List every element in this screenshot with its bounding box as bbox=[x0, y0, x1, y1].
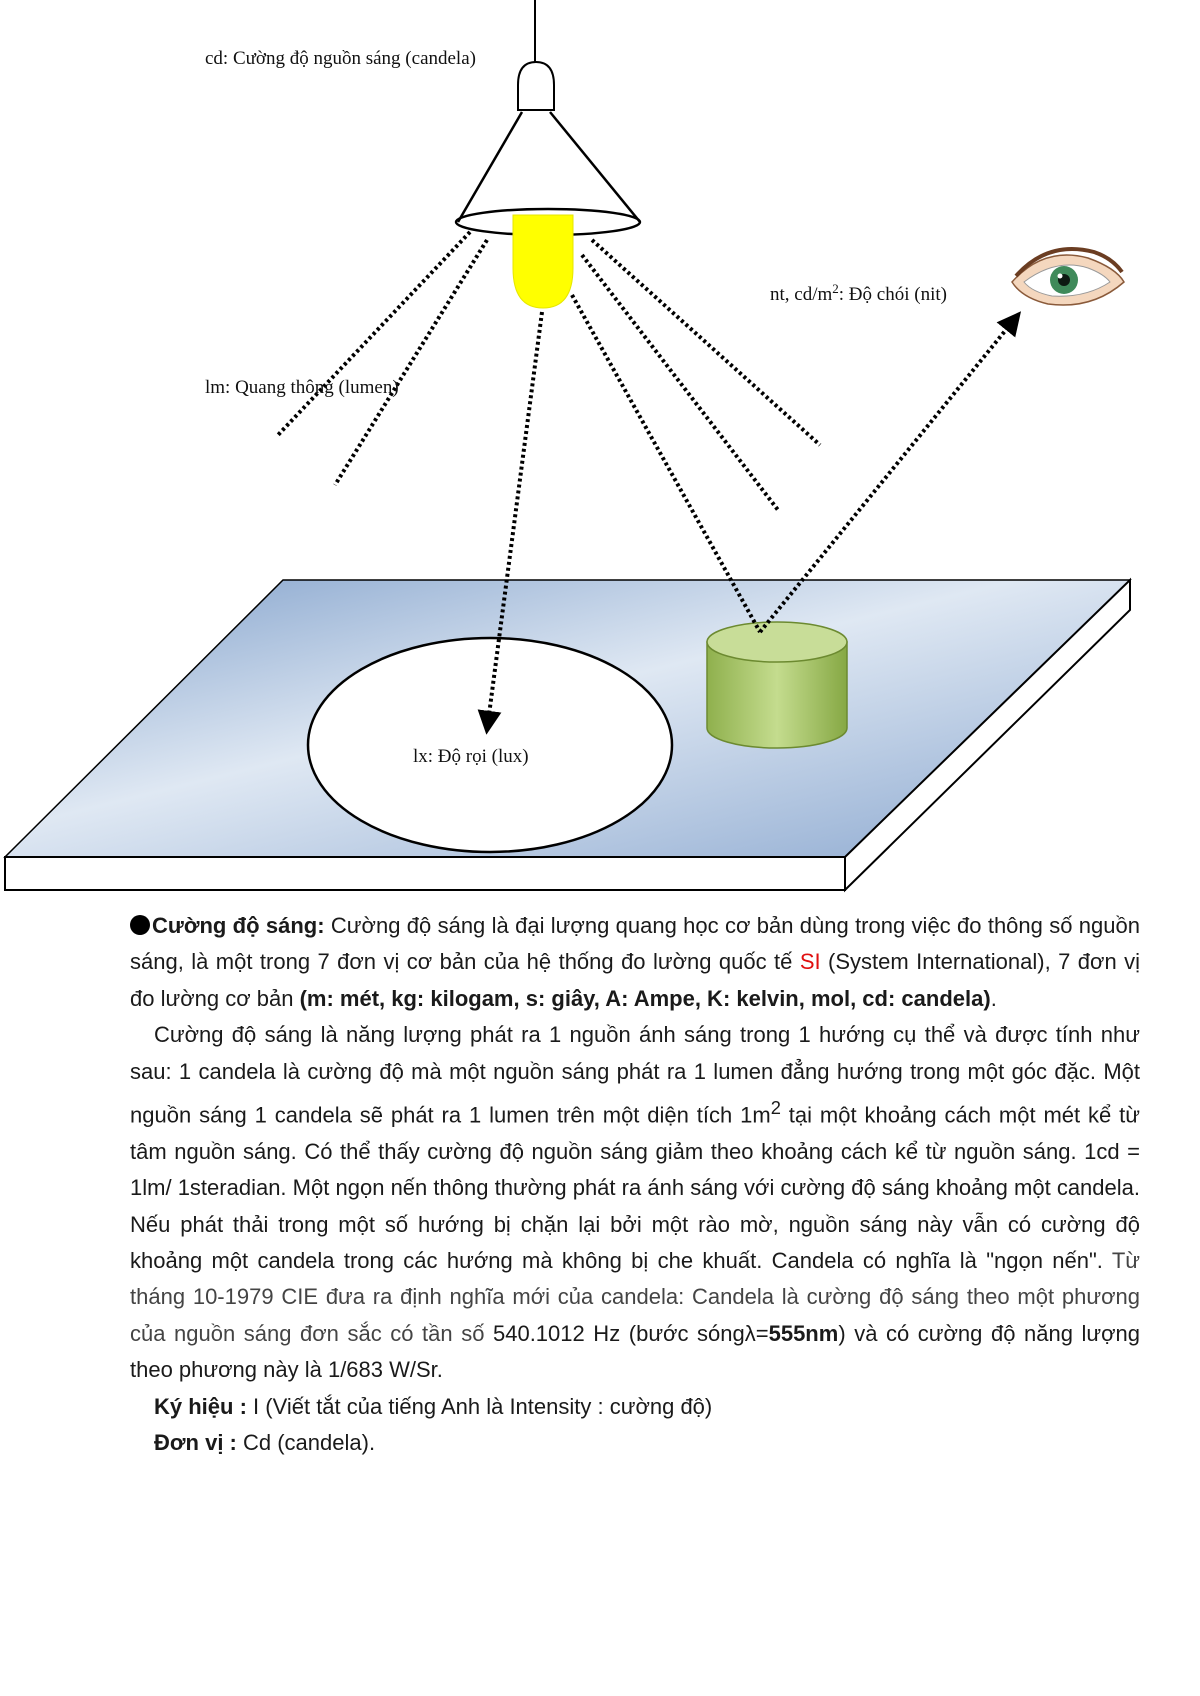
label-candela: cd: Cường độ nguồn sáng (candela) bbox=[205, 48, 476, 69]
eye-icon bbox=[1011, 247, 1125, 306]
label-lux: lx: Độ rọi (lux) bbox=[413, 746, 529, 767]
table-side-edge bbox=[844, 577, 1131, 893]
term-luminous-intensity: Cường độ sáng: bbox=[152, 913, 325, 938]
light-rays bbox=[276, 230, 1022, 735]
bullet-icon bbox=[130, 915, 150, 935]
photometry-diagram: cd: Cường độ nguồn sáng (candela) lm: Qu… bbox=[3, 0, 1132, 893]
unit-line: Đơn vị : Cd (candela). bbox=[154, 1430, 376, 1456]
si-text: SI bbox=[799, 949, 821, 975]
label-lumen: lm: Quang thông (lumen) bbox=[205, 377, 399, 398]
label-nit: nt, cd/m2: Độ chói (nit) bbox=[770, 281, 947, 305]
cylinder-object bbox=[706, 621, 848, 749]
lamp-icon bbox=[454, 0, 642, 309]
illuminated-area bbox=[306, 636, 674, 854]
table-front-edge bbox=[4, 856, 846, 891]
body-text: Cường độ sáng: Cường độ sáng là đại lượn… bbox=[130, 908, 1140, 1461]
paragraph-intensity: Cường độ sáng: Cường độ sáng là đại lượn… bbox=[130, 913, 1140, 1011]
bulb bbox=[512, 214, 574, 309]
symbol-line: Ký hiệu : I (Viết tắt của tiếng Anh là I… bbox=[154, 1393, 713, 1419]
paragraph-definition: Cường độ sáng là năng lượng phát ra 1 ng… bbox=[130, 1022, 1140, 1383]
